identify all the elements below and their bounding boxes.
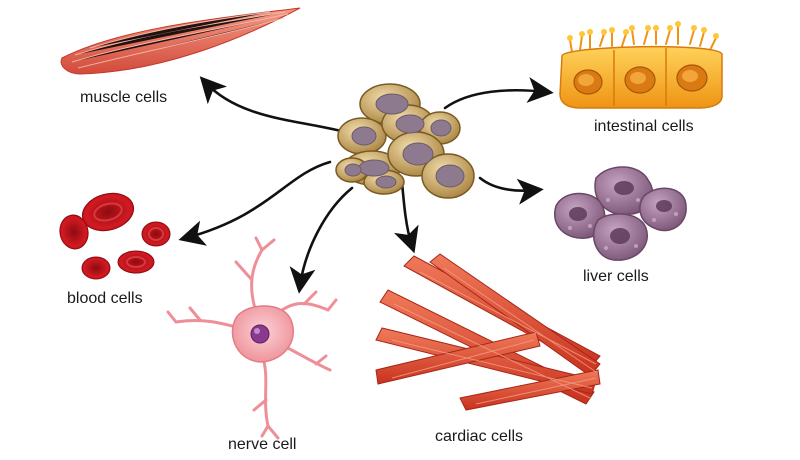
cardiac-cells-image <box>375 253 601 411</box>
label-nerve-cell: nerve cell <box>228 436 297 453</box>
arrows <box>178 76 554 294</box>
nerve-cell-image <box>166 236 338 440</box>
blood-cells-image <box>59 192 171 280</box>
arrow-to-intestinal <box>443 77 554 110</box>
muscle-cell-image <box>60 7 301 75</box>
arrow-to-nerve <box>289 186 354 294</box>
intestinal-cells-image <box>559 21 723 109</box>
stem-cell-cluster <box>335 83 475 199</box>
arrow-to-liver <box>478 176 544 205</box>
label-intestinal-cells: intestinal cells <box>594 118 694 135</box>
label-cardiac-cells: cardiac cells <box>435 428 524 445</box>
arrow-to-blood <box>178 160 332 246</box>
label-blood-cells: blood cells <box>67 290 143 307</box>
label-muscle-cells: muscle cells <box>80 89 168 106</box>
arrow-to-muscle <box>199 76 347 134</box>
arrow-to-cardiac <box>393 180 419 254</box>
liver-cells-image <box>553 166 687 261</box>
label-liver-cells: liver cells <box>583 268 649 285</box>
